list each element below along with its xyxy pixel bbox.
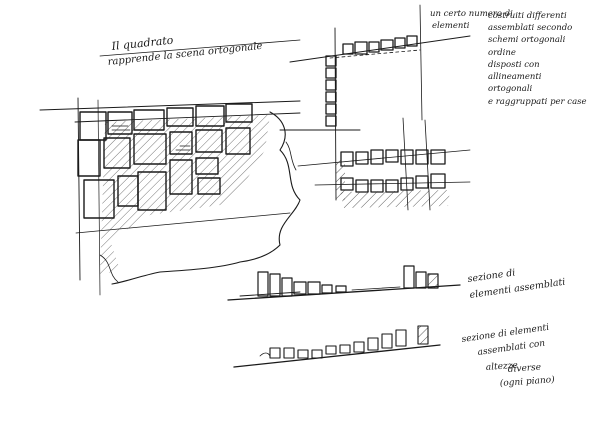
section-2-label-line-2: assemblati con: [477, 339, 546, 358]
right-note-line-8: ortogonali: [488, 84, 533, 94]
right-note-line-5: ordine: [488, 48, 516, 58]
right-note-line-9: e raggruppati per case: [488, 97, 587, 107]
right-note-line-4: schemi ortogonali: [488, 35, 566, 45]
right-note-line-0: un certo numero di: [430, 9, 513, 19]
right-note-line-7: allineamenti: [488, 72, 542, 82]
site-plan-right: [279, 4, 471, 211]
right-note-line-6: disposti con: [488, 60, 540, 70]
section-1-label-line-1: sezione di: [467, 267, 516, 285]
section-2-label-line-3: altezze: [486, 361, 519, 373]
section-1: sezione di elementi assemblati: [227, 265, 566, 301]
right-note-line-1: elementi: [432, 21, 470, 31]
right-note-line-3: assemblati secondo: [488, 23, 572, 33]
right-note: un certo numero di elementi costruiti di…: [430, 9, 587, 107]
site-plan-left: [39, 97, 301, 296]
right-note-line-2: costruiti differenti: [488, 11, 567, 21]
section-2-label-line-5: (ogni piano): [499, 374, 555, 389]
section-2-label-line-4: diverse: [508, 363, 542, 375]
plan-caption: Il quadrato rapprende la scena ortogonal…: [99, 34, 301, 68]
section-2: sezione di elementi assemblati con altez…: [233, 323, 556, 389]
